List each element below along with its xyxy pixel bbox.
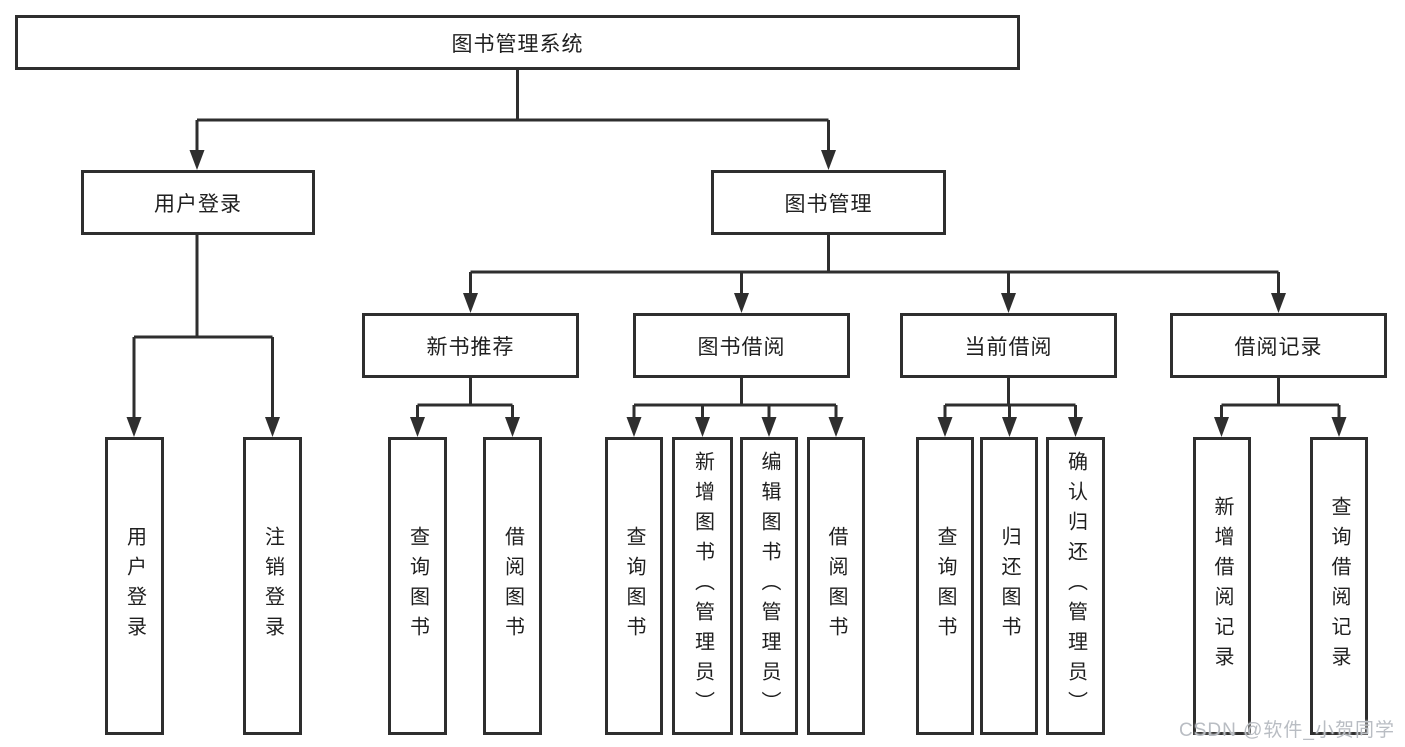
node-current-borrowing-label: 当前借阅 bbox=[964, 335, 1053, 359]
leaf-records-query-record: 查询借阅记录 bbox=[1310, 437, 1368, 735]
leaf-recommend-query-books: 查询图书 bbox=[388, 437, 447, 735]
leaf-borrowing-add-books-label: 新增图书（管理员） bbox=[691, 451, 714, 721]
node-root-system: 图书管理系统 bbox=[15, 15, 1020, 70]
node-book-management: 图书管理 bbox=[711, 170, 946, 235]
leaf-borrowing-add-books: 新增图书（管理员） bbox=[672, 437, 733, 735]
leaf-borrowing-query-books-label: 查询图书 bbox=[623, 526, 645, 646]
node-book-borrowing: 图书借阅 bbox=[633, 313, 850, 378]
node-book-borrowing-label: 图书借阅 bbox=[697, 335, 786, 359]
leaf-borrowing-edit-books: 编辑图书（管理员） bbox=[740, 437, 798, 735]
node-current-borrowing: 当前借阅 bbox=[900, 313, 1117, 378]
leaf-user-login: 用户登录 bbox=[105, 437, 164, 735]
leaf-current-confirm-return-label: 确认归还（管理员） bbox=[1064, 451, 1087, 721]
node-borrowing-records: 借阅记录 bbox=[1170, 313, 1387, 378]
node-new-book-recommend: 新书推荐 bbox=[362, 313, 579, 378]
leaf-borrowing-edit-books-label: 编辑图书（管理员） bbox=[758, 451, 780, 721]
node-root-system-label: 图书管理系统 bbox=[451, 32, 584, 56]
leaf-current-confirm-return: 确认归还（管理员） bbox=[1046, 437, 1105, 735]
connector-records-children bbox=[1214, 378, 1347, 437]
leaf-current-query-books: 查询图书 bbox=[916, 437, 974, 735]
leaf-current-return-books-label: 归还图书 bbox=[998, 526, 1020, 646]
leaf-borrowing-borrow-books: 借阅图书 bbox=[807, 437, 865, 735]
csdn-watermark: CSDN @软件_小贺同学 bbox=[1179, 720, 1395, 741]
connector-user-login-children bbox=[126, 235, 280, 437]
leaf-user-login-label: 用户登录 bbox=[123, 526, 146, 646]
connector-book-management-sections bbox=[463, 235, 1286, 313]
leaf-records-add-record-label: 新增借阅记录 bbox=[1211, 496, 1233, 676]
leaf-borrowing-borrow-books-label: 借阅图书 bbox=[825, 526, 847, 646]
connector-root-to-branches bbox=[189, 70, 836, 170]
node-user-login: 用户登录 bbox=[81, 170, 315, 235]
leaf-records-query-record-label: 查询借阅记录 bbox=[1328, 496, 1350, 676]
node-new-book-recommend-label: 新书推荐 bbox=[426, 335, 515, 359]
leaf-recommend-borrow-books-label: 借阅图书 bbox=[501, 526, 524, 646]
leaf-logout: 注销登录 bbox=[243, 437, 302, 735]
leaf-borrowing-query-books: 查询图书 bbox=[605, 437, 663, 735]
leaf-recommend-query-books-label: 查询图书 bbox=[406, 526, 429, 646]
leaf-current-return-books: 归还图书 bbox=[980, 437, 1038, 735]
leaf-current-query-books-label: 查询图书 bbox=[934, 526, 956, 646]
node-borrowing-records-label: 借阅记录 bbox=[1234, 335, 1323, 359]
leaf-recommend-borrow-books: 借阅图书 bbox=[483, 437, 542, 735]
leaf-logout-label: 注销登录 bbox=[261, 526, 284, 646]
node-user-login-label: 用户登录 bbox=[154, 192, 242, 216]
connector-borrowing-children bbox=[626, 378, 844, 437]
node-book-management-label: 图书管理 bbox=[784, 192, 873, 216]
connector-recommend-children bbox=[410, 378, 520, 437]
connector-current-children bbox=[937, 378, 1083, 437]
leaf-records-add-record: 新增借阅记录 bbox=[1193, 437, 1251, 735]
